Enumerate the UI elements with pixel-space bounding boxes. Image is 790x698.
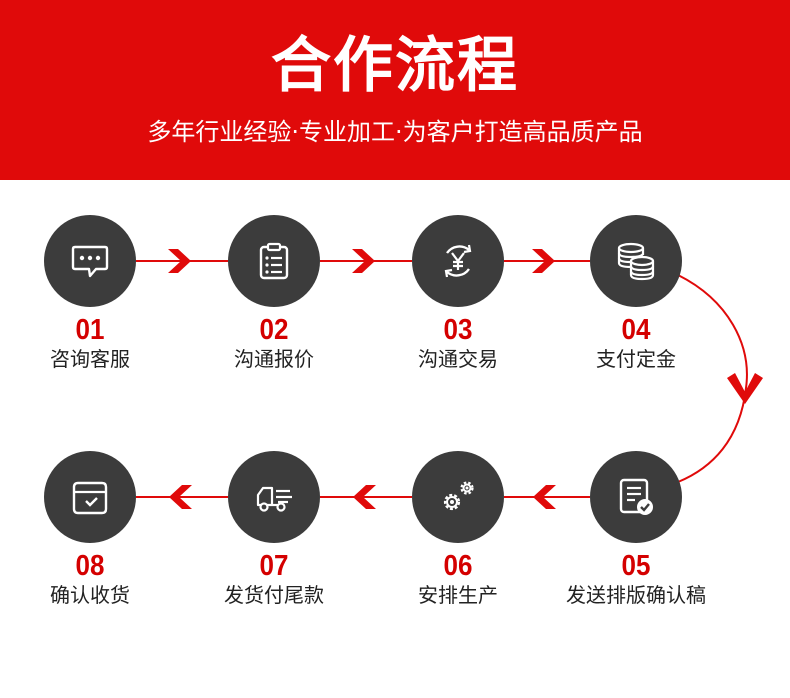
step-label: 咨询客服 (50, 347, 130, 371)
header-banner: 合作流程 多年行业经验·专业加工·为客户打造高品质产品 (0, 0, 790, 180)
step-circle (228, 451, 320, 543)
clipboard-icon (259, 242, 289, 280)
step-circle (412, 451, 504, 543)
step-number: 07 (259, 548, 289, 582)
box-check-icon (72, 481, 108, 515)
step-label: 安排生产 (418, 583, 498, 607)
chevron-left-icon (533, 485, 556, 509)
chevron-right-icon (532, 249, 555, 273)
step-circle (590, 215, 682, 307)
step-number: 05 (621, 548, 651, 582)
step-number: 01 (75, 312, 105, 346)
page-subtitle: 多年行业经验·专业加工·为客户打造高品质产品 (147, 118, 643, 146)
step-circle (412, 215, 504, 307)
document-check-icon (619, 478, 653, 515)
step-label: 沟通交易 (418, 347, 498, 371)
step-number: 03 (443, 312, 473, 346)
step-label: 发货付尾款 (224, 583, 324, 607)
step-circle (590, 451, 682, 543)
page-title: 合作流程 (271, 31, 519, 101)
step-number: 04 (621, 312, 651, 346)
chevron-right-icon (352, 249, 375, 273)
connector-curve-4-5 (677, 274, 748, 483)
chat-bubble-icon (71, 245, 109, 278)
step-label: 发送排版确认稿 (566, 583, 706, 607)
delivery-truck-icon (256, 486, 292, 512)
step-label: 支付定金 (596, 347, 676, 371)
step-number: 02 (259, 312, 289, 346)
step-label: 确认收货 (50, 583, 130, 607)
step-circle (44, 451, 136, 543)
step-number: 08 (75, 548, 105, 582)
chevron-down-icon (727, 373, 763, 404)
step-circle (44, 215, 136, 307)
chevron-right-icon (168, 249, 191, 273)
yen-exchange-icon (444, 244, 472, 278)
step-label: 沟通报价 (234, 347, 314, 371)
step-number: 06 (443, 548, 473, 582)
chevron-left-icon (169, 485, 192, 509)
chevron-left-icon (353, 485, 376, 509)
step-circle (228, 215, 320, 307)
gears-icon (443, 481, 474, 511)
coins-icon (617, 242, 655, 281)
